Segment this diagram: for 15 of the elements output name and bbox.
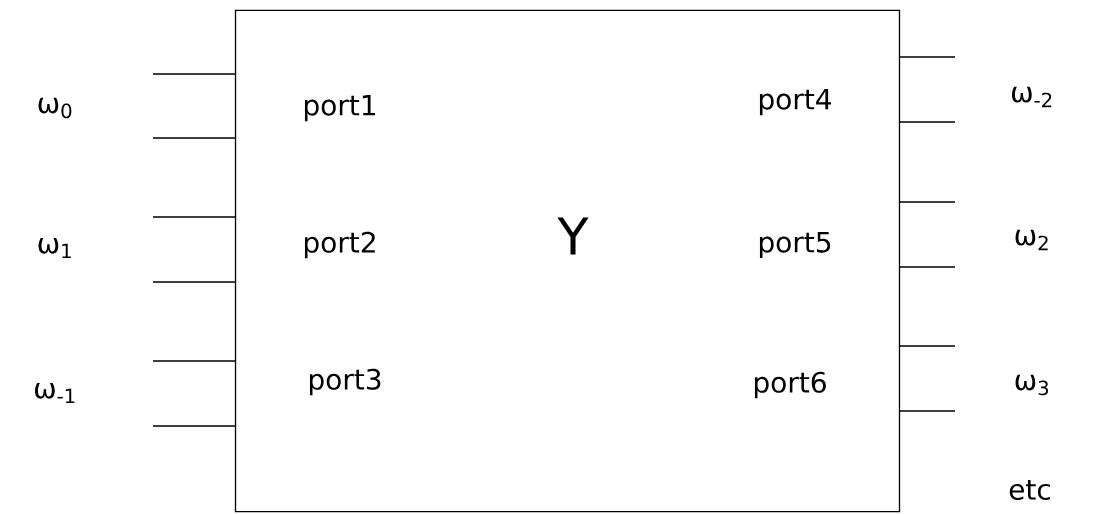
frequency-label: ω$_{2}$ <box>1015 229 1048 251</box>
frequency-label: ω$_{1}$ <box>38 237 71 259</box>
frequency-label: ω$_{-2}$ <box>1012 86 1052 108</box>
block-box <box>234 9 901 513</box>
frequency-label: ω$_{3}$ <box>1015 374 1049 396</box>
note-label: etc <box>1009 479 1051 500</box>
frequency-label: ω$_{0}$ <box>38 97 72 119</box>
block-symbol: Y <box>557 217 589 255</box>
port-label: port4 <box>759 88 832 116</box>
port-label: port1 <box>304 94 376 122</box>
port-label: port5 <box>759 231 831 259</box>
port-label: port2 <box>304 231 375 259</box>
port-label: port6 <box>754 371 826 399</box>
port-label: port3 <box>309 368 381 396</box>
frequency-label: ω$_{-1}$ <box>35 382 75 404</box>
